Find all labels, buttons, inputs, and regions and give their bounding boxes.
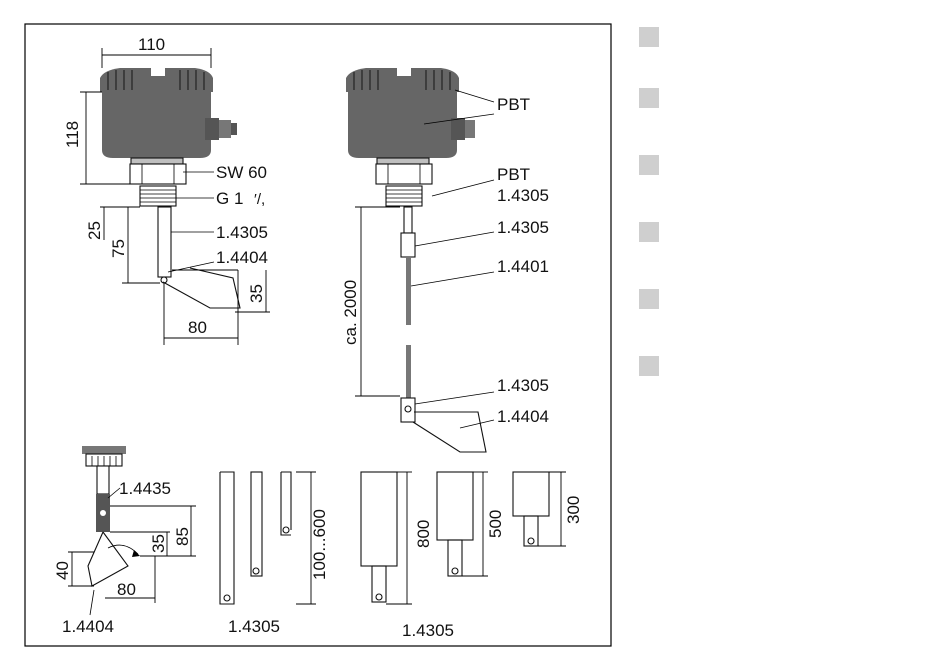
side-marker-2	[639, 88, 659, 108]
label-ca-2000: ca. 2000	[341, 280, 360, 345]
label-dim-80-top: 80	[188, 318, 207, 337]
extension-tubes	[220, 472, 316, 604]
label-material-1-4435: 1.4435	[119, 479, 171, 498]
label-pbt-nut: PBT	[497, 165, 530, 184]
label-dim-35-top: 35	[247, 284, 266, 303]
label-dim-80-hinged: 80	[117, 580, 136, 599]
label-dim-100-600: 100...600	[310, 509, 329, 580]
side-marker-6	[639, 356, 659, 376]
label-dim-300: 300	[564, 496, 583, 524]
label-dim-500: 500	[486, 510, 505, 538]
label-material-1-4404-hinged: 1.4404	[62, 617, 114, 636]
label-material-1-4404-paddle: 1.4404	[497, 407, 549, 426]
label-thread-fraction: ′/,	[254, 191, 265, 208]
label-dim-35-hinged: 35	[149, 534, 168, 553]
label-dim-800: 800	[414, 520, 433, 548]
label-dim-75: 75	[109, 239, 128, 258]
side-marker-4	[639, 222, 659, 242]
label-dim-40: 40	[53, 561, 72, 580]
label-material-1-4305-thread: 1.4305	[497, 186, 549, 205]
protective-covers	[361, 472, 566, 604]
label-material-1-4404-paddle: 1.4404	[216, 248, 268, 267]
device-hinged-paddle	[82, 446, 140, 586]
device-rope	[346, 68, 486, 452]
side-markers	[639, 27, 659, 376]
label-width-110: 110	[138, 35, 165, 54]
label-material-1-4401-rope: 1.4401	[497, 257, 549, 276]
label-material-1-4305-weight: 1.4305	[497, 218, 549, 237]
label-sw60: SW 60	[216, 163, 267, 182]
label-dim-25: 25	[85, 221, 104, 240]
side-marker-3	[639, 155, 659, 175]
label-material-1-4305-tubes: 1.4305	[228, 617, 280, 636]
label-material-1-4305-rod: 1.4305	[216, 223, 268, 242]
label-dim-85: 85	[173, 527, 192, 546]
label-material-1-4305-covers: 1.4305	[402, 621, 454, 640]
label-thread: G 1	[216, 189, 243, 208]
label-pbt-housing: PBT	[497, 95, 530, 114]
side-marker-5	[639, 289, 659, 309]
side-marker-1	[639, 27, 659, 47]
label-material-1-4305-end: 1.4305	[497, 376, 549, 395]
device-compact	[100, 68, 240, 308]
label-height-118: 118	[63, 121, 82, 148]
